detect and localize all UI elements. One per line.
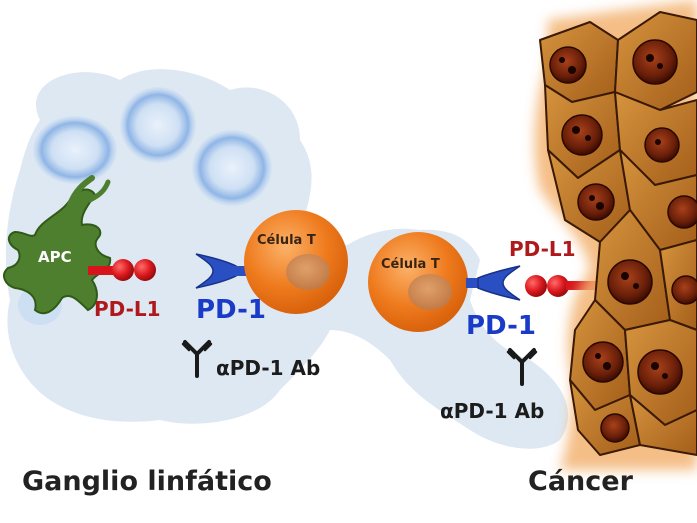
follicle xyxy=(120,87,196,163)
pdl1-ball-left-1 xyxy=(112,259,134,281)
cancer-nucleus xyxy=(632,39,678,85)
pd1-right-label: PD-1 xyxy=(466,311,537,341)
pdl1-stalk-left xyxy=(88,266,113,275)
pd1-receptor-left xyxy=(195,253,237,289)
nucleolus xyxy=(633,283,639,289)
cancer-nucleus xyxy=(600,413,630,443)
follicle xyxy=(192,130,272,206)
antibody-right-label: αPD-1 Ab xyxy=(440,399,545,423)
cancer-nucleus xyxy=(561,114,603,156)
nucleolus xyxy=(651,362,659,370)
nucleolus xyxy=(662,373,668,379)
nucleolus xyxy=(595,353,601,359)
antibody-icon-left xyxy=(181,340,213,378)
pdl1-left-label: PD-L1 xyxy=(94,297,161,321)
cancer-nucleus xyxy=(644,127,680,163)
cancer-nucleoli xyxy=(559,54,668,379)
cancer-nucleus xyxy=(607,259,653,305)
cancer-nucleus xyxy=(549,46,587,84)
cancer-nucleus xyxy=(577,183,615,221)
region-lymph-node-label: Ganglio linfático xyxy=(22,466,272,497)
nucleolus xyxy=(655,139,661,145)
cancer-nuclei xyxy=(549,39,697,443)
pd1-stalk-left xyxy=(234,266,246,276)
nucleolus xyxy=(572,126,580,134)
nucleolus xyxy=(657,63,663,69)
nucleolus xyxy=(568,66,576,74)
nucleolus xyxy=(646,54,654,62)
apc-dendrite xyxy=(87,179,111,203)
nucleolus xyxy=(596,202,604,210)
nucleolus xyxy=(585,135,591,141)
apc-label: APC xyxy=(38,248,72,266)
pdl1-ball-right-1 xyxy=(525,275,547,297)
t-cell-right-nucleus xyxy=(408,274,452,310)
cancer-nucleus xyxy=(667,195,697,229)
apc-cell xyxy=(3,188,112,315)
follicle xyxy=(33,116,117,184)
cancer-nucleus xyxy=(582,341,624,383)
antibody-left-label: αPD-1 Ab xyxy=(216,356,321,380)
pd1-left-label: PD-1 xyxy=(196,295,267,325)
cancer-cell xyxy=(629,394,697,456)
region-cancer-label: Cáncer xyxy=(528,466,633,497)
pd1-receptor-right xyxy=(477,265,521,301)
t-cell-left-label: Célula T xyxy=(257,233,316,248)
nucleolus xyxy=(603,362,611,370)
nucleolus xyxy=(559,57,565,63)
t-cell-right-label: Célula T xyxy=(381,257,440,272)
pdl1-ball-left-2 xyxy=(134,259,156,281)
cancer-nucleus xyxy=(671,275,697,305)
nucleolus xyxy=(589,195,595,201)
nucleolus xyxy=(621,272,629,280)
apc-dendrite xyxy=(67,175,95,208)
pdl1-right-label: PD-L1 xyxy=(509,237,576,261)
pd1-stalk-right xyxy=(466,278,480,288)
pdl1-ball-right-2 xyxy=(547,275,569,297)
t-cell-left-nucleus xyxy=(286,254,330,290)
antibody-icon-right xyxy=(506,348,538,386)
cancer-nucleus xyxy=(637,349,683,395)
